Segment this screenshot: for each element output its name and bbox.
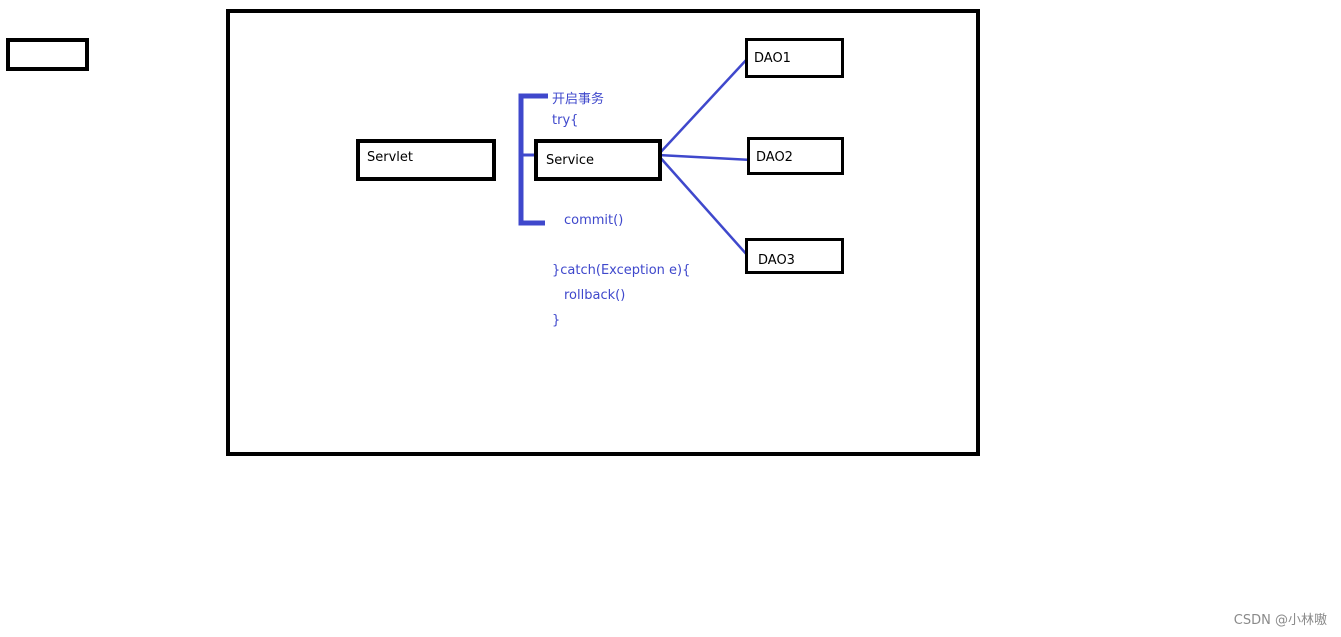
watermark: CSDN @小林嗷 [1233, 613, 1327, 628]
dao3-node [745, 238, 844, 274]
dao1-label: DAO1 [754, 51, 791, 66]
service-to-dao1-line [657, 57, 749, 156]
dao2-node [747, 137, 844, 175]
commit-text: commit() [564, 213, 624, 228]
dao2-label: DAO2 [756, 150, 793, 165]
catch-text: }catch(Exception e){ [552, 263, 691, 278]
empty-small-box [6, 38, 89, 71]
service-to-dao2-line [657, 153, 753, 162]
service-to-dao3-line [657, 154, 749, 257]
servlet-node [356, 139, 496, 181]
try-open-text: try{ [552, 113, 579, 128]
servlet-label: Servlet [367, 150, 413, 165]
rollback-text: rollback() [564, 288, 626, 303]
close-brace-text: } [552, 313, 561, 328]
service-node [534, 139, 662, 181]
service-label: Service [546, 153, 595, 168]
transaction-bracket [518, 93, 548, 226]
dao3-label: DAO3 [758, 253, 795, 268]
dao1-node [745, 38, 844, 78]
begin-transaction-text: 开启事务 [552, 92, 605, 107]
system-frame [226, 9, 980, 456]
